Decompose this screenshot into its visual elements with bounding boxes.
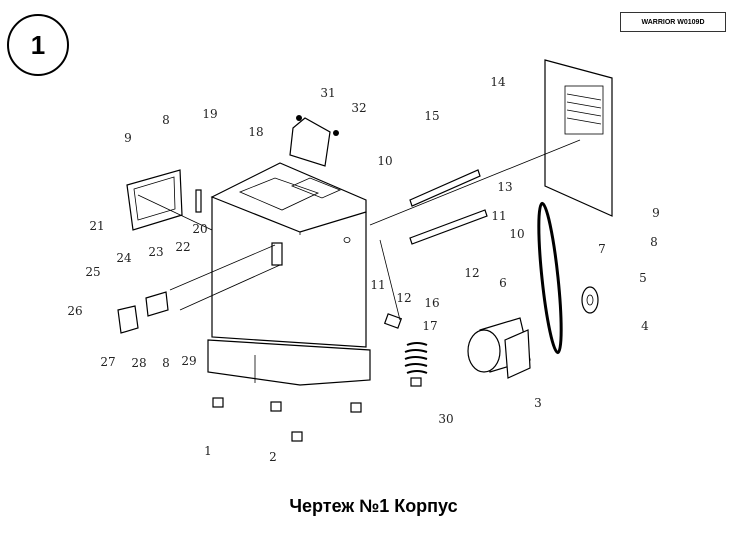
callout-8: 8: [162, 113, 170, 127]
callout-11: 11: [491, 209, 506, 223]
pulley: [581, 286, 599, 314]
callout-18: 18: [248, 125, 263, 139]
callout-16: 16: [424, 296, 439, 310]
callout-26: 26: [67, 304, 82, 318]
top-bracket: [289, 115, 339, 167]
spring-and-handle: [379, 239, 428, 387]
cabinet-body: [207, 162, 371, 386]
callout-10: 10: [509, 227, 524, 241]
callout-28: 28: [131, 356, 146, 370]
callout-9: 9: [652, 206, 660, 220]
callout-7: 7: [598, 242, 606, 256]
callout-2: 2: [269, 450, 277, 464]
callout-30: 30: [438, 412, 453, 426]
belt: [537, 201, 563, 355]
callout-15: 15: [424, 109, 439, 123]
callout-21: 21: [89, 219, 104, 233]
callout-12: 12: [464, 266, 479, 280]
drawing-caption: Чертеж №1 Корпус: [289, 496, 458, 516]
callout-24: 24: [116, 251, 132, 265]
callout-22: 22: [175, 240, 190, 254]
callout-17: 17: [422, 319, 437, 333]
left-components: [117, 169, 281, 334]
callout-23: 23: [148, 245, 163, 259]
callout-25: 25: [85, 265, 100, 279]
callout-31: 31: [320, 86, 335, 100]
callout-8: 8: [162, 356, 170, 370]
callout-14: 14: [490, 75, 506, 89]
callout-10: 10: [377, 154, 392, 168]
callout-19: 19: [202, 107, 217, 121]
side-panel: [369, 59, 613, 226]
feet: [212, 397, 362, 442]
callout-13: 13: [497, 180, 512, 194]
callout-27: 27: [100, 355, 115, 369]
callout-11: 11: [370, 278, 385, 292]
callout-1: 1: [204, 444, 212, 458]
sheet-number-badge: 1: [7, 14, 69, 76]
callout-8: 8: [650, 235, 658, 249]
callout-12: 12: [396, 291, 411, 305]
motor: [467, 317, 531, 379]
callout-32: 32: [351, 101, 366, 115]
rails: [409, 169, 488, 245]
model-label: WARRIOR W0109D: [620, 12, 726, 32]
callout-3: 3: [534, 396, 542, 410]
callout-4: 4: [641, 319, 649, 333]
callout-5: 5: [639, 271, 647, 285]
callout-9: 9: [124, 131, 132, 145]
callout-6: 6: [499, 276, 507, 290]
callout-20: 20: [192, 222, 207, 236]
callout-29: 29: [181, 354, 196, 368]
